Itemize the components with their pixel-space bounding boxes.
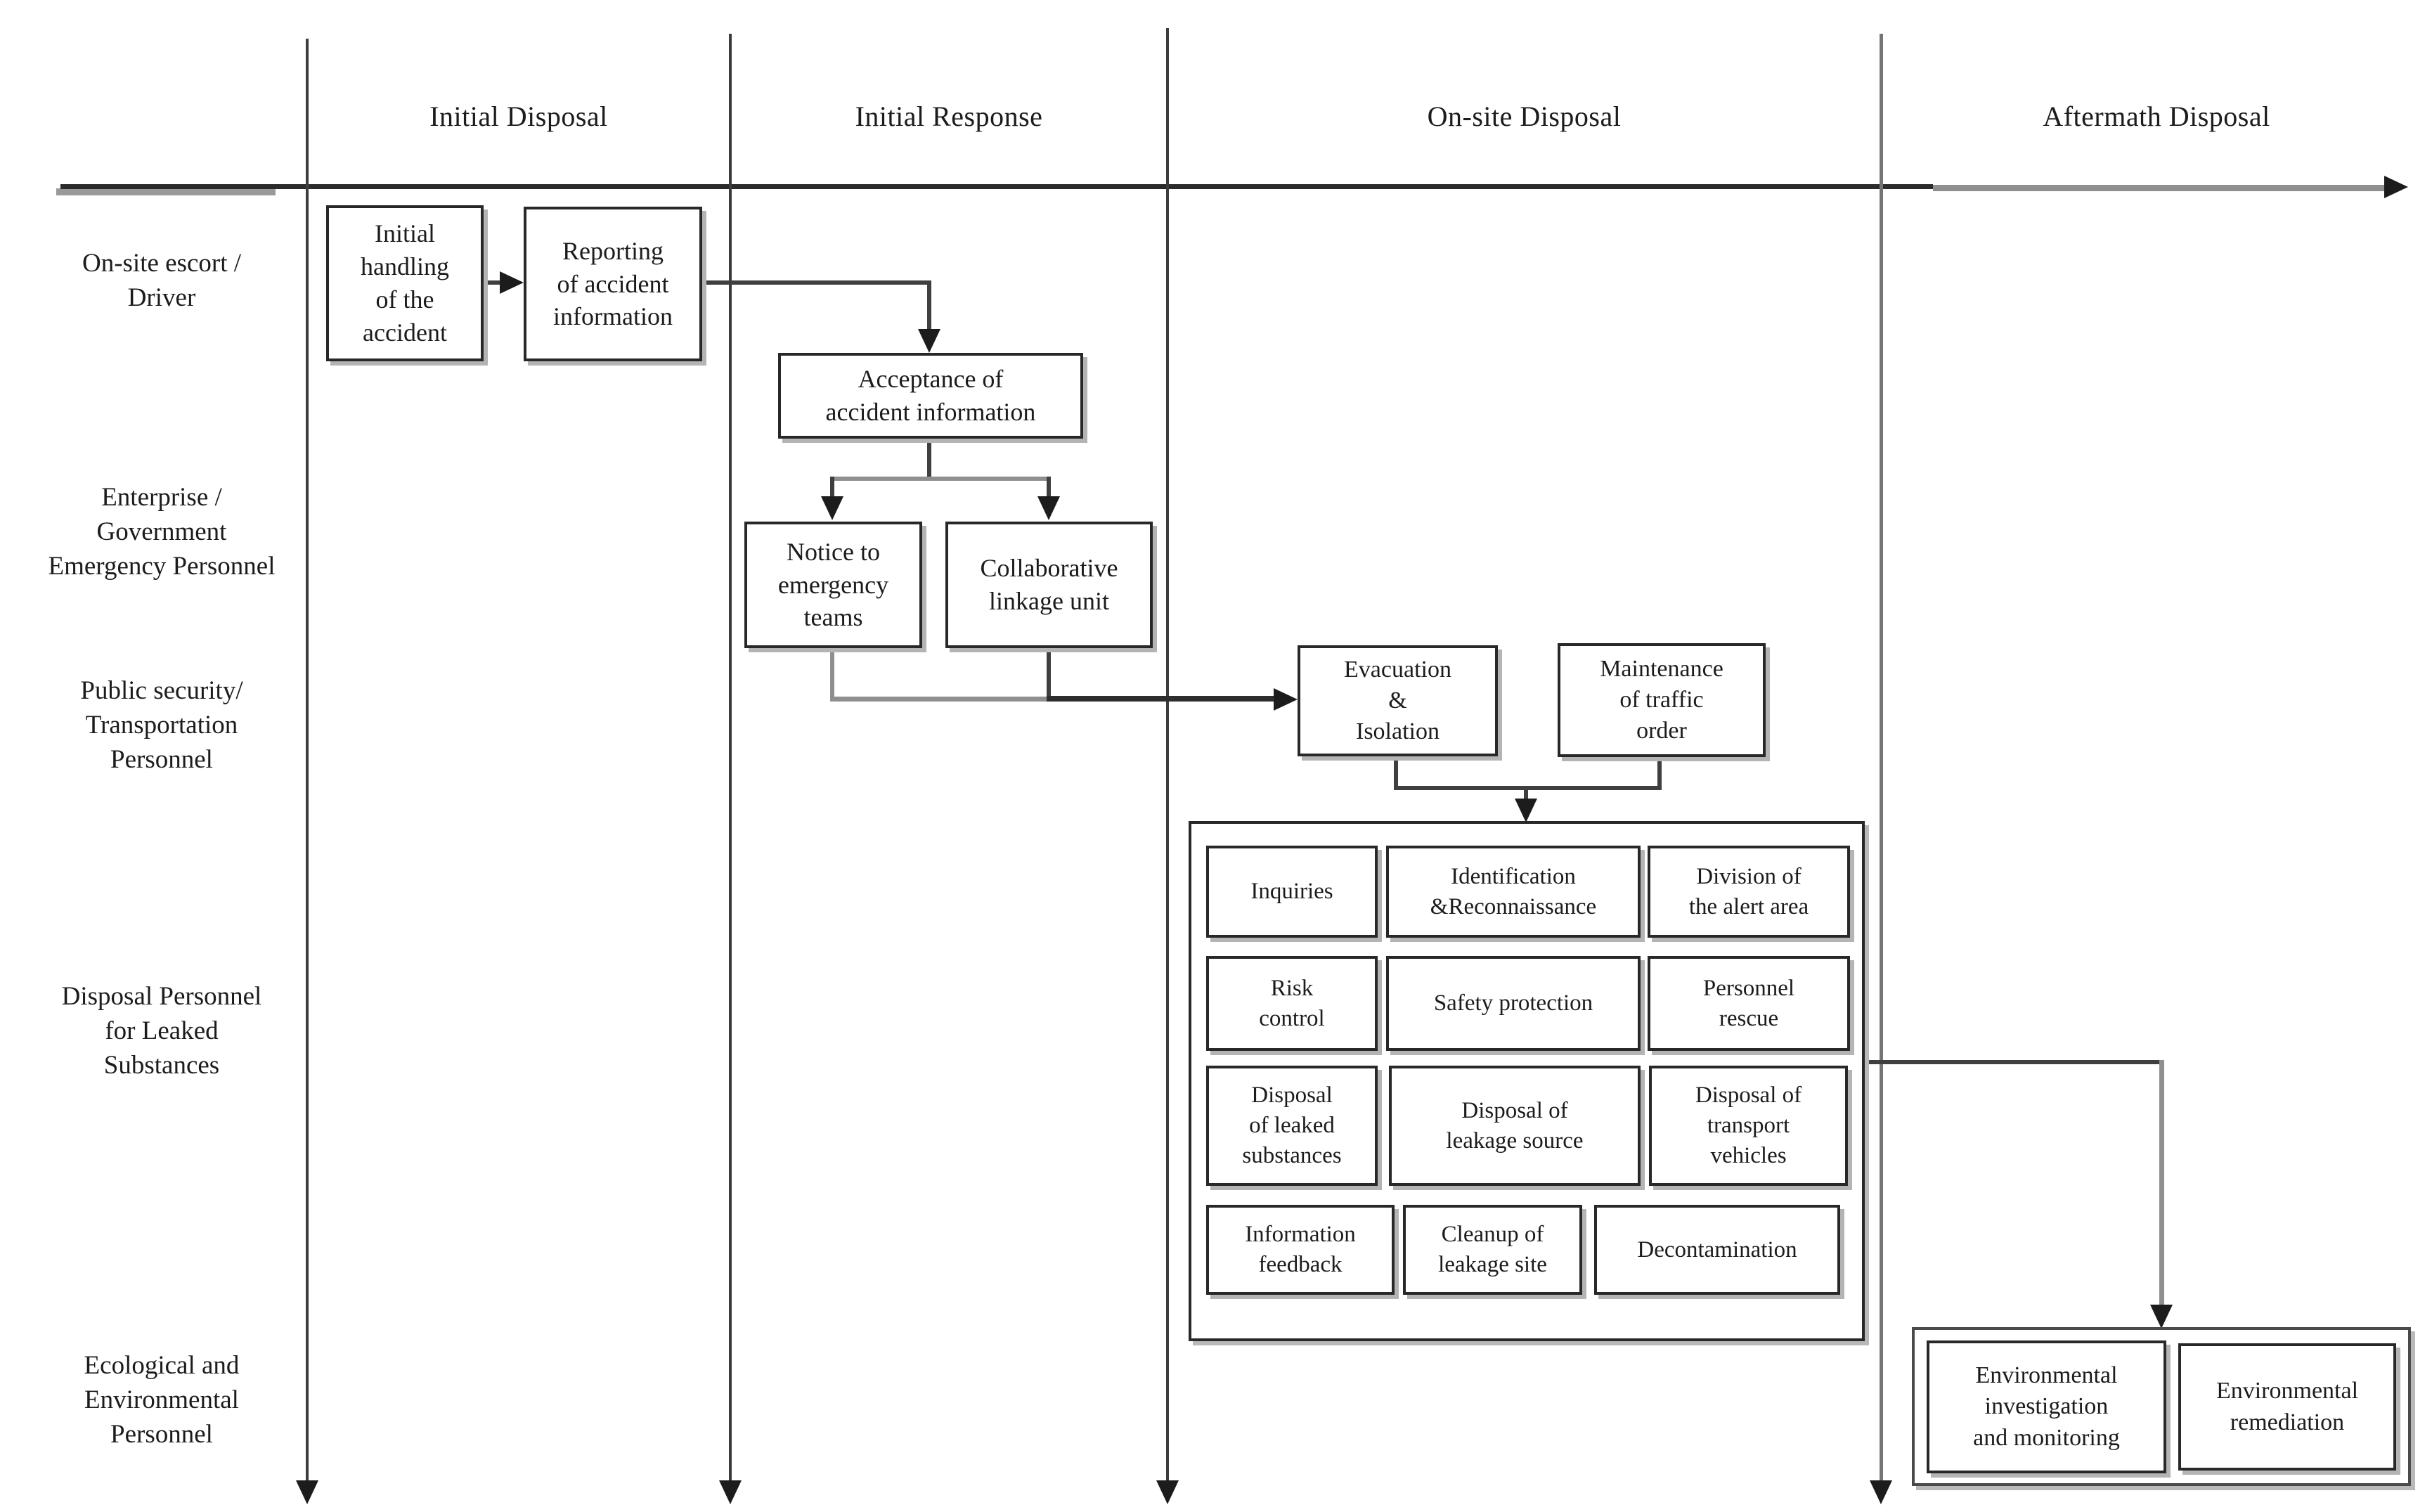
phase-divider-4	[1880, 34, 1883, 1481]
connector-reporting-horizontal	[704, 280, 931, 285]
task-disposal-transport-vehicles: Disposal of transport vehicles	[1649, 1066, 1848, 1186]
timeline-arrowhead-icon	[2384, 176, 2408, 198]
timeline-segment-left	[56, 188, 276, 195]
task-cleanup-leakage-site: Cleanup of leakage site	[1403, 1205, 1582, 1295]
connector-merge-horizontal-gray	[830, 697, 1048, 702]
task-disposal-leaked-substances: Disposal of leaked substances	[1206, 1066, 1378, 1186]
connector-split-left-drop	[830, 477, 834, 496]
node-reporting: Reporting of accident information	[524, 207, 702, 361]
task-disposal-leakage-source: Disposal of leakage source	[1389, 1066, 1641, 1186]
timeline-segment-right	[1933, 185, 2384, 191]
node-env-remediation: Environmental remediation	[2178, 1343, 2396, 1471]
task-personnel-rescue: Personnel rescue	[1648, 956, 1850, 1051]
task-information-feedback: Information feedback	[1206, 1205, 1395, 1295]
task-inquiries: Inquiries	[1206, 846, 1378, 938]
arrowhead-into-notice-icon	[821, 496, 843, 520]
timeline-segment-main	[60, 184, 1933, 189]
phase-header-aftermath-disposal: Aftermath Disposal	[2043, 101, 2270, 132]
connector-acceptance-drop	[927, 441, 931, 480]
connector-merge-horizontal-dark	[1047, 696, 1275, 702]
task-safety-protection: Safety protection	[1386, 956, 1641, 1051]
connector-collaborative-drop	[1047, 650, 1051, 699]
connector-evacuation-drop	[1394, 759, 1398, 790]
task-division-alert-area: Division of the alert area	[1648, 846, 1850, 938]
connector-maintenance-drop	[1657, 759, 1662, 790]
phase-header-onsite-disposal: On-site Disposal	[1427, 101, 1622, 132]
arrowhead-into-task-board-icon	[1515, 799, 1537, 822]
divider-2-arrowhead-icon	[719, 1480, 742, 1504]
lane-label-enterprise-government: Enterprise / Government Emergency Person…	[48, 483, 276, 581]
task-risk-control: Risk control	[1206, 956, 1378, 1051]
node-acceptance: Acceptance of accident information	[778, 353, 1083, 439]
phase-divider-3	[1166, 28, 1169, 1481]
phase-divider-1	[306, 39, 309, 1481]
node-maintenance: Maintenance of traffic order	[1558, 643, 1766, 757]
phase-header-initial-response: Initial Response	[855, 101, 1043, 132]
connector-join-drop	[1524, 786, 1528, 800]
phase-header-initial-disposal: Initial Disposal	[429, 101, 608, 132]
task-decontamination: Decontamination	[1594, 1205, 1840, 1295]
divider-3-arrowhead-icon	[1156, 1480, 1179, 1504]
task-identification-reconnaissance: Identification &Reconnaissance	[1386, 846, 1641, 938]
connector-split-right-drop	[1047, 477, 1051, 496]
lane-label-disposal-personnel: Disposal Personnel for Leaked Substances	[61, 982, 262, 1080]
arrowhead-into-collaborative-icon	[1037, 496, 1060, 520]
node-notice: Notice to emergency teams	[744, 522, 922, 648]
phase-divider-2	[729, 34, 732, 1481]
arrowhead-into-env-container-icon	[2150, 1305, 2173, 1329]
connector-board-to-env-horizontal	[1867, 1060, 2163, 1064]
lane-label-escort-driver: On-site escort / Driver	[82, 249, 242, 312]
arrowhead-into-evacuation-icon	[1274, 688, 1298, 711]
node-evacuation: Evacuation & Isolation	[1298, 645, 1498, 756]
connector-split-horizontal	[830, 477, 1051, 481]
divider-1-arrowhead-icon	[296, 1480, 318, 1504]
connector-notice-drop	[830, 650, 834, 699]
node-initial-handling: Initial handling of the accident	[326, 205, 484, 361]
lane-label-ecological-personnel: Ecological and Environmental Personnel	[84, 1351, 240, 1449]
arrowhead-into-reporting-icon	[500, 271, 524, 294]
node-collaborative: Collaborative linkage unit	[945, 522, 1153, 648]
arrowhead-into-acceptance-icon	[918, 329, 940, 353]
connector-reporting-drop	[927, 280, 931, 330]
connector-board-to-env-drop	[2159, 1060, 2164, 1306]
lane-label-public-security: Public security/ Transportation Personne…	[80, 676, 243, 774]
divider-4-arrowhead-icon	[1870, 1480, 1892, 1504]
node-env-investigation: Environmental investigation and monitori…	[1927, 1340, 2166, 1473]
connector-handling-to-reporting	[486, 280, 506, 285]
